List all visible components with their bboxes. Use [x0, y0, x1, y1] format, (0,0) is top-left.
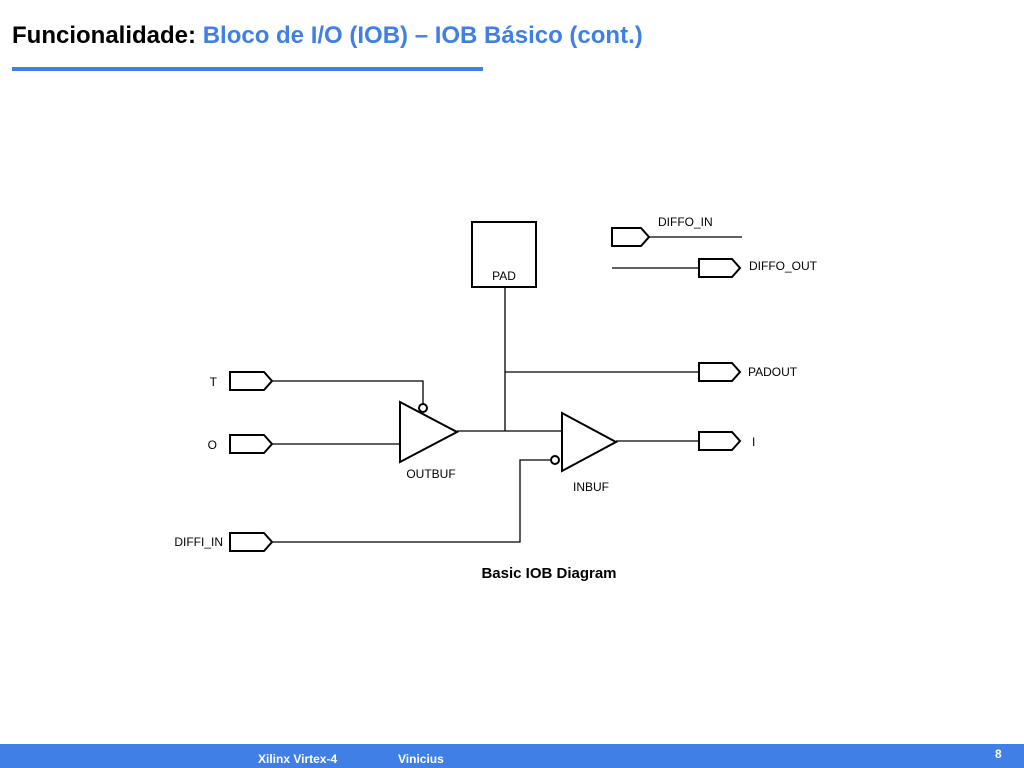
o-port-label: O [208, 438, 217, 452]
diffo-out-port-icon [698, 258, 742, 278]
diffi-in-wire [272, 459, 550, 543]
o-port-icon [229, 434, 274, 454]
page-number: 8 [995, 747, 1002, 761]
t-wire [272, 380, 424, 404]
inbuf-symbol [561, 411, 619, 473]
slide-footer: Xilinx Virtex-4 Vinicius 8 [0, 744, 1024, 768]
pad-label: PAD [492, 269, 516, 283]
title-lead: Funcionalidade: [12, 22, 197, 49]
footer-author: Vinicius [398, 752, 444, 766]
inbuf-label: INBUF [573, 480, 609, 494]
outbuf-symbol [399, 400, 460, 464]
diffi-in-port-label: DIFFI_IN [174, 535, 223, 549]
outbuf-enable-bubble [418, 403, 428, 413]
i-port-icon [698, 431, 742, 451]
i-port-label: I [752, 435, 755, 449]
outbuf-label: OUTBUF [406, 467, 455, 481]
diagram-caption: Basic IOB Diagram [481, 565, 616, 582]
t-port-icon [229, 371, 274, 391]
footer-course: Xilinx Virtex-4 [258, 752, 338, 766]
diffo-out-port-label: DIFFO_OUT [749, 259, 818, 273]
padout-port-icon [698, 362, 742, 382]
diffo-in-port-label: DIFFO_IN [658, 215, 713, 229]
slide-title: Funcionalidade: Bloco de I/O (IOB) – IOB… [12, 22, 643, 50]
pad-box [471, 221, 537, 288]
title-subtitle: Bloco de I/O (IOB) – IOB Básico (cont.) [202, 22, 643, 49]
padout-port-label: PADOUT [748, 365, 798, 379]
inbuf-diff-bubble [550, 455, 560, 465]
title-underline [12, 67, 483, 71]
diffo-in-port-icon [611, 227, 651, 247]
diffi-in-port-icon [229, 532, 274, 552]
t-port-label: T [210, 375, 218, 389]
